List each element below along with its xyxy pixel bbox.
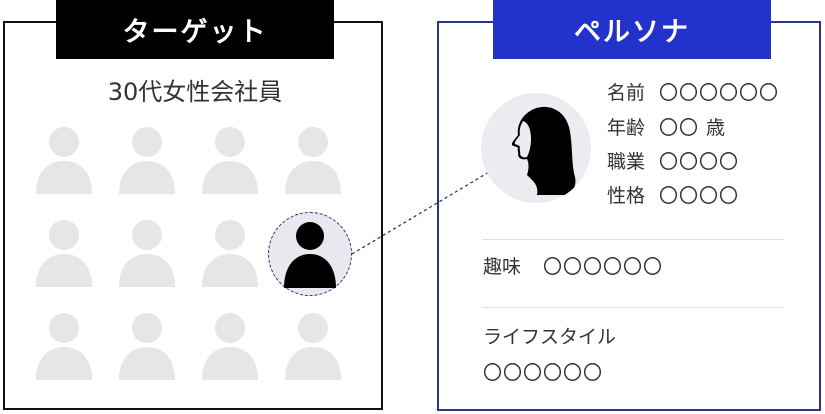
target-tab-label: ターゲット bbox=[122, 17, 268, 48]
persona-field-personality: 性格 〇〇〇〇 bbox=[607, 180, 739, 208]
person-icon bbox=[285, 313, 341, 380]
field-value: 〇〇〇〇 bbox=[659, 150, 740, 173]
persona-avatar bbox=[481, 93, 591, 203]
divider bbox=[482, 239, 784, 240]
person-icon bbox=[119, 313, 175, 380]
person-icon bbox=[36, 313, 92, 380]
target-tab: ターゲット bbox=[56, 0, 334, 59]
hobby-label: 趣味 bbox=[483, 255, 522, 278]
persona-field-name: 名前 〇〇〇〇〇〇 bbox=[607, 77, 779, 105]
person-icon bbox=[202, 127, 258, 194]
field-value: 〇〇〇〇 bbox=[659, 184, 740, 207]
person-icon bbox=[119, 127, 175, 194]
person-icon bbox=[202, 313, 258, 380]
field-value: 〇〇〇〇〇〇 bbox=[659, 81, 780, 104]
persona-field-occupation: 職業 〇〇〇〇 bbox=[607, 146, 739, 174]
target-subtitle: 30代女性会社員 bbox=[107, 78, 283, 106]
persona-hobby: 趣味 〇〇〇〇〇〇 bbox=[483, 251, 663, 279]
person-icon bbox=[119, 220, 175, 287]
field-label: 職業 bbox=[607, 150, 646, 173]
person-icon bbox=[36, 127, 92, 194]
persona-tab-label: ペルソナ bbox=[574, 17, 690, 48]
hobby-value: 〇〇〇〇〇〇 bbox=[543, 255, 664, 278]
person-icon bbox=[285, 127, 341, 194]
persona-tab: ペルソナ bbox=[493, 0, 771, 59]
lifestyle-value: 〇〇〇〇〇〇 bbox=[483, 361, 604, 384]
person-icon bbox=[36, 220, 92, 287]
field-label: 名前 bbox=[607, 81, 646, 104]
field-label: 性格 bbox=[607, 184, 646, 207]
persona-field-age: 年齢 〇〇 歳 bbox=[607, 112, 726, 140]
person-icon bbox=[202, 220, 258, 287]
field-label: 年齢 bbox=[607, 116, 646, 139]
selected-person-icon bbox=[284, 222, 336, 288]
field-value: 〇〇 歳 bbox=[659, 116, 727, 139]
woman-profile-icon bbox=[511, 106, 576, 195]
divider bbox=[482, 307, 784, 308]
lifestyle-label: ライフスタイル bbox=[483, 325, 617, 348]
